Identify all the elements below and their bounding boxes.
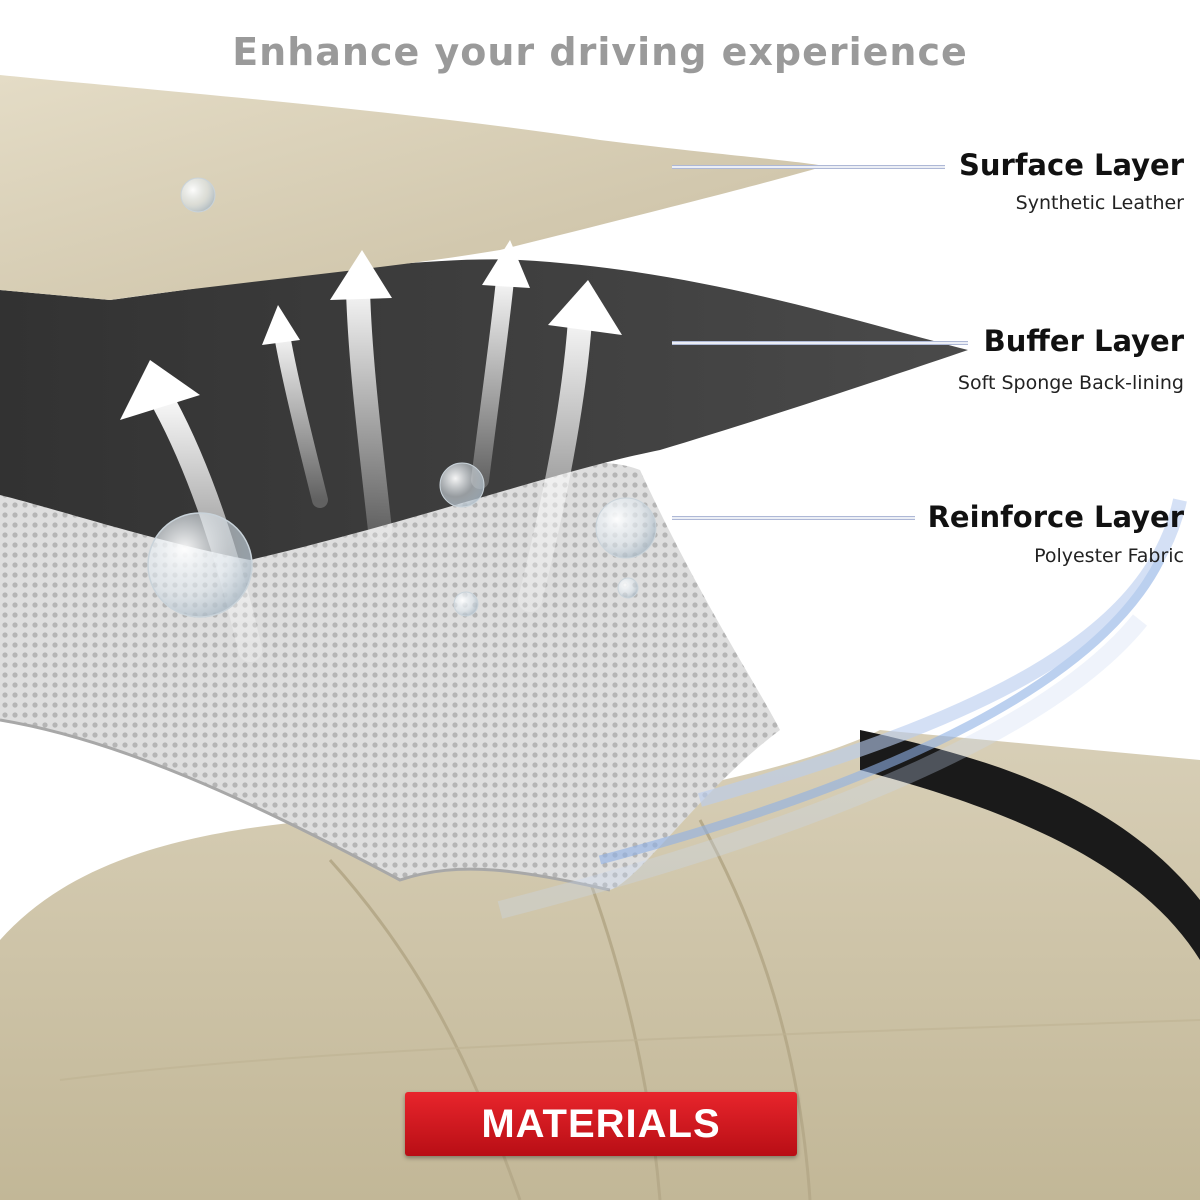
buffer-layer-title: Buffer Layer (983, 324, 1184, 358)
airflow-arrow-icon (330, 250, 392, 542)
bubble-icon (595, 497, 657, 559)
surface-layer-title: Surface Layer (958, 148, 1184, 182)
surface-layer-leather (0, 75, 825, 300)
callout-lines (672, 165, 968, 520)
airflow-swoosh (497, 498, 1187, 919)
bubble-icon (147, 512, 253, 618)
bubble-icon (617, 577, 639, 599)
buffer-layer-subtitle: Soft Sponge Back-lining (957, 372, 1184, 394)
reinforce-layer-title: Reinforce Layer (927, 500, 1184, 534)
reinforce-layer-subtitle: Polyester Fabric (1034, 545, 1184, 567)
bubble-icon (180, 177, 216, 213)
seat-cushion (0, 730, 1200, 1200)
surface-layer-subtitle: Synthetic Leather (1015, 192, 1184, 214)
headline: Enhance your driving experience (232, 30, 968, 74)
materials-badge-bg (405, 1092, 797, 1156)
airflow-arrow-icon (262, 305, 328, 508)
bubble-icon (439, 462, 485, 508)
materials-badge: MATERIALS (405, 1092, 797, 1156)
airflow-arrow-icon (518, 280, 622, 612)
breathable-arrows (120, 240, 622, 662)
bubble-icon (453, 591, 479, 617)
airflow-arrow-icon (471, 240, 530, 489)
bubbles (147, 177, 657, 618)
